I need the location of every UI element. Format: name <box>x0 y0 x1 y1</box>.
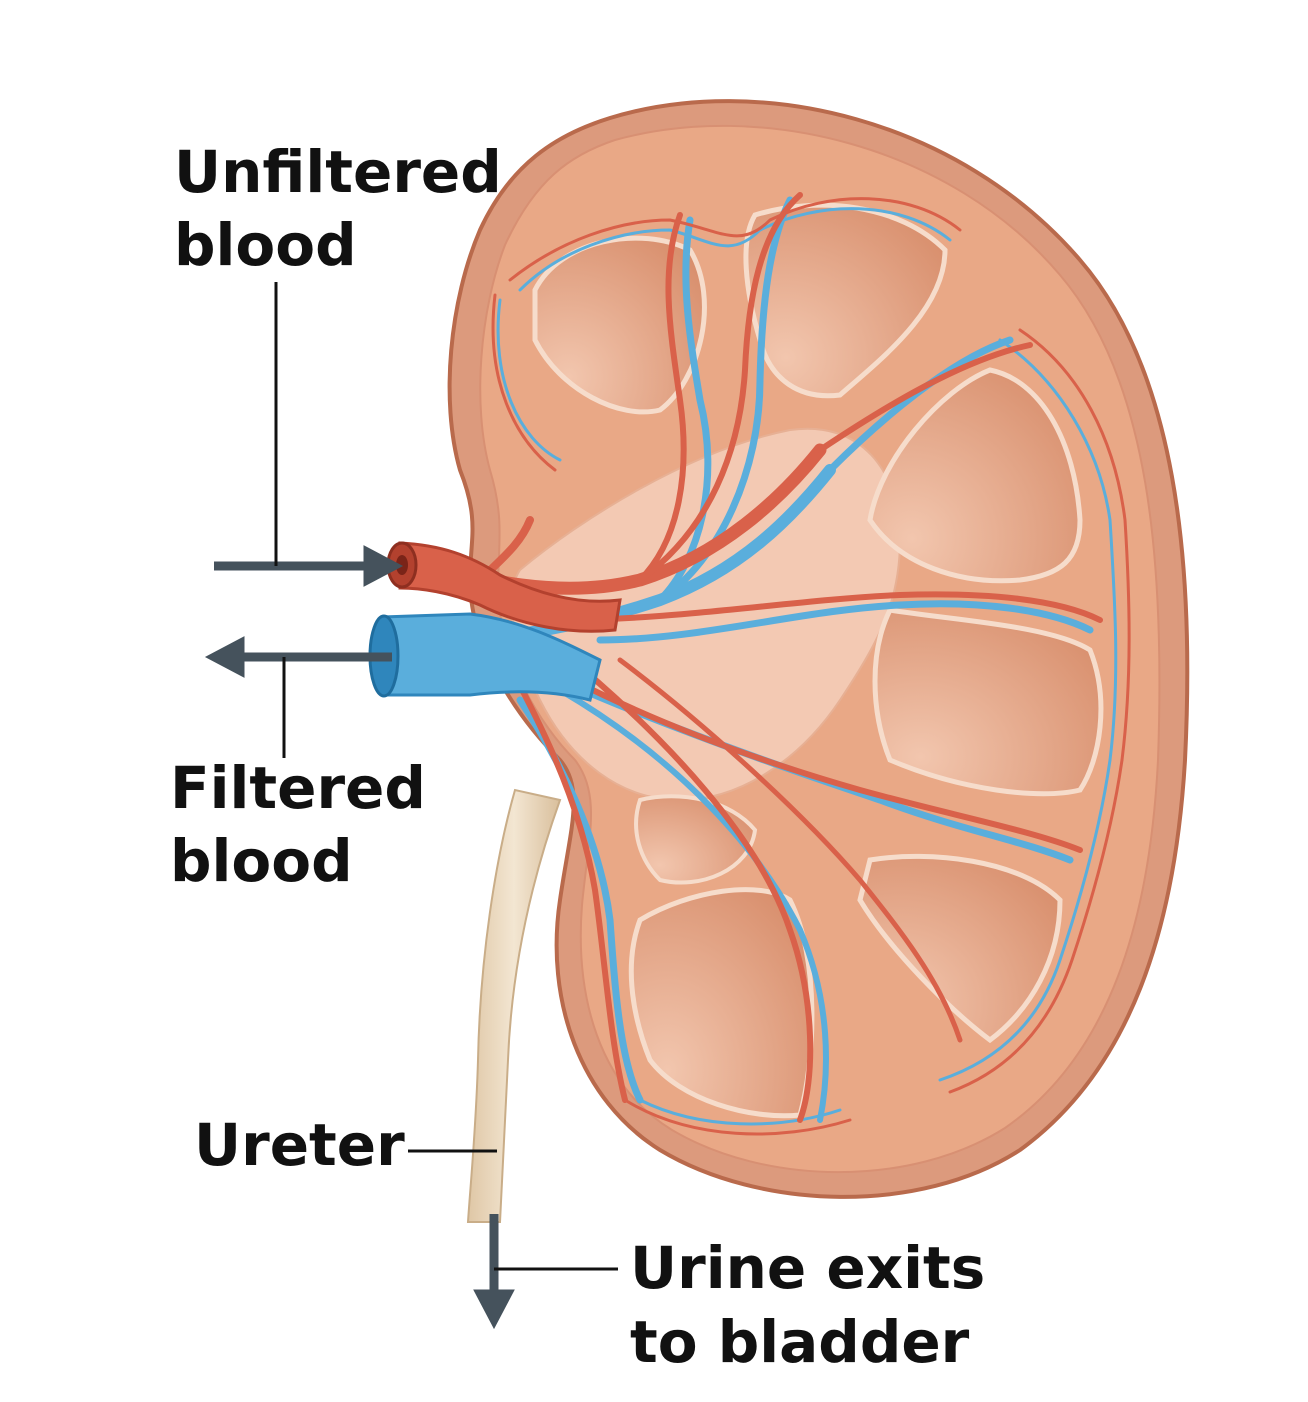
unfiltered-label-2: blood <box>174 211 357 279</box>
ureter-label-text: Ureter <box>194 1111 405 1179</box>
filtered-arrow <box>204 636 392 678</box>
urine-label-line-2: to bladder <box>630 1308 970 1376</box>
filtered-label: Filtered <box>170 754 426 822</box>
filtered-label-line-2: blood <box>170 827 353 895</box>
pyramid <box>857 853 1063 1044</box>
filtered-label-2: blood <box>170 827 353 895</box>
unfiltered-label-line-1: Unfiltered <box>174 138 502 206</box>
renal-artery <box>398 541 622 633</box>
urine-label: Urine exits <box>630 1234 985 1302</box>
urine-label-line-1: Urine exits <box>630 1234 985 1302</box>
unfiltered-arrow <box>214 545 404 587</box>
ureter-label: Ureter <box>194 1111 405 1179</box>
pyramid <box>867 367 1083 584</box>
pyramid <box>872 607 1104 797</box>
urine-arrow <box>473 1214 515 1330</box>
filtered-label-line-1: Filtered <box>170 754 426 822</box>
urine-label-2: to bladder <box>630 1308 970 1376</box>
ureter-tube <box>466 788 562 1223</box>
artery-lumen <box>396 555 408 575</box>
renal-vein <box>380 612 602 702</box>
unfiltered-label-line-2: blood <box>174 211 357 279</box>
unfiltered-label: Unfiltered <box>174 138 502 206</box>
